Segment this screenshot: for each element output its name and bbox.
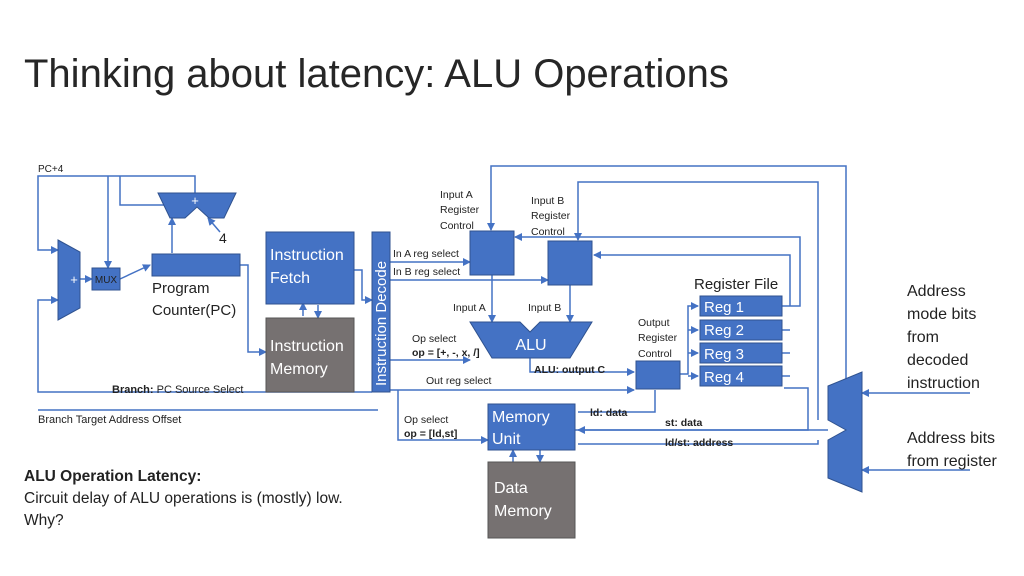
svg-text:In A reg select: In A reg select	[393, 248, 459, 260]
note-line-1: Circuit delay of ALU operations is (most…	[24, 490, 343, 507]
svg-text:MUX: MUX	[95, 275, 118, 286]
register-file-label: Register File	[694, 276, 778, 293]
svg-text:Data: Data	[494, 480, 528, 497]
svg-text:+: +	[70, 272, 78, 287]
mux-box	[91, 267, 121, 291]
input-a-control	[469, 230, 515, 276]
instruction-decode	[371, 231, 391, 393]
svg-text:ld: data: ld: data	[590, 407, 627, 419]
svg-text:Instruction: Instruction	[270, 338, 344, 355]
svg-text:Reg 1: Reg 1	[704, 299, 744, 316]
svg-text:Reg 4: Reg 4	[704, 369, 744, 386]
svg-text:Control: Control	[440, 220, 474, 232]
svg-text:Instruction: Instruction	[270, 247, 344, 264]
svg-text:Reg 3: Reg 3	[704, 346, 744, 363]
svg-text:Register: Register	[638, 332, 678, 344]
svg-text:Program: Program	[152, 280, 210, 297]
reg-4	[699, 365, 783, 387]
svg-text:Fetch: Fetch	[270, 270, 310, 287]
svg-text:Counter(PC): Counter(PC)	[152, 302, 236, 319]
svg-text:Instruction Decode: Instruction Decode	[373, 261, 390, 386]
svg-text:Input A: Input A	[440, 189, 473, 201]
svg-text:ALU: output C: ALU: output C	[534, 364, 606, 376]
svg-text:Memory: Memory	[492, 409, 550, 426]
svg-text:from register: from register	[907, 453, 997, 470]
svg-text:ld/st: address: ld/st: address	[665, 437, 733, 449]
svg-text:Reg 2: Reg 2	[704, 322, 744, 339]
branch-offset-label: Branch Target Address Offset	[38, 414, 181, 426]
pc-source-mux	[57, 239, 81, 321]
svg-text:from: from	[907, 329, 939, 346]
pc-adder-plus: +	[191, 193, 199, 208]
branch-label: Branch: PC Source Select	[112, 384, 243, 396]
svg-text:Memory: Memory	[494, 503, 552, 520]
note-heading: ALU Operation Latency:	[24, 468, 202, 485]
svg-text:st: data: st: data	[665, 417, 703, 429]
program-counter	[151, 253, 241, 277]
alu	[469, 321, 593, 359]
svg-text:Address bits: Address bits	[907, 430, 995, 447]
svg-text:Unit: Unit	[492, 431, 521, 448]
note-line-2: Why?	[24, 512, 64, 529]
svg-text:Control: Control	[638, 348, 672, 360]
svg-text:instruction: instruction	[907, 375, 980, 392]
svg-text:Control: Control	[531, 226, 565, 238]
latency-note: ALU Operation Latency: Circuit delay of …	[24, 466, 343, 532]
pc4-label: PC+4	[38, 164, 64, 175]
four-label: 4	[219, 230, 227, 246]
svg-text:Register: Register	[531, 210, 571, 222]
memory-unit	[487, 403, 576, 451]
input-b-control	[547, 240, 593, 286]
svg-text:Address: Address	[907, 283, 966, 300]
svg-text:Out reg select: Out reg select	[426, 375, 491, 387]
instruction-memory	[265, 317, 355, 393]
svg-text:ALU: ALU	[515, 337, 546, 354]
data-memory	[487, 461, 576, 539]
output-register-control	[635, 360, 681, 390]
svg-text:Memory: Memory	[270, 361, 328, 378]
svg-text:Output: Output	[638, 317, 670, 329]
reg-1	[699, 295, 783, 317]
reg-2	[699, 319, 783, 341]
svg-text:Op select: Op select	[404, 414, 448, 426]
pc-adder	[157, 192, 237, 219]
svg-text:Register: Register	[440, 204, 480, 216]
instruction-fetch	[265, 231, 355, 305]
reg-3	[699, 342, 783, 364]
svg-text:Input B: Input B	[528, 302, 561, 314]
page-title: Thinking about latency: ALU Operations	[24, 52, 729, 96]
svg-text:op = [+, -, x, /]: op = [+, -, x, /]	[412, 347, 480, 359]
svg-text:Op select: Op select	[412, 333, 456, 345]
svg-text:In B reg select: In B reg select	[393, 266, 460, 278]
svg-text:mode bits: mode bits	[907, 306, 976, 323]
svg-text:op = [ld,st]: op = [ld,st]	[404, 428, 457, 440]
address-mux	[827, 371, 863, 493]
svg-text:Input A: Input A	[453, 302, 486, 314]
svg-text:Input B: Input B	[531, 195, 564, 207]
svg-text:decoded: decoded	[907, 352, 968, 369]
